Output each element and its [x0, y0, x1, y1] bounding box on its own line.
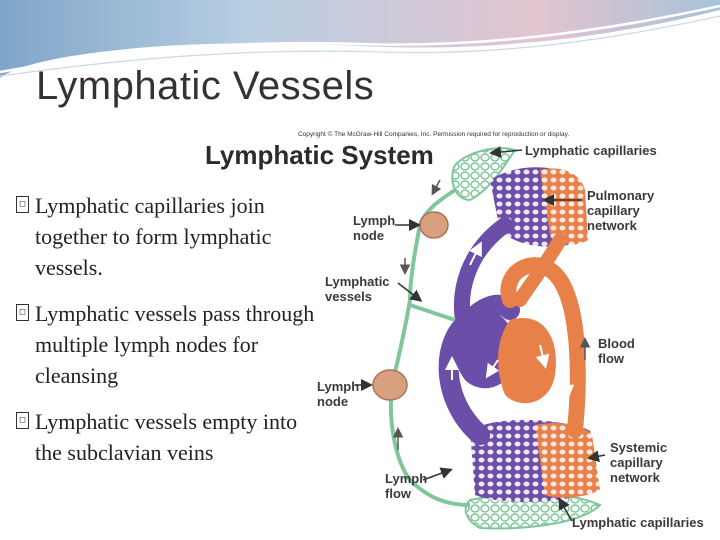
label-lymph-node-lower: Lymph node	[317, 379, 359, 409]
bullet-box-icon: □	[16, 304, 29, 321]
bullet-text: Lymphatic capillaries join together to f…	[35, 193, 271, 280]
bullet-box-icon: □	[16, 412, 29, 429]
copyright-notice: Copyright © The McGraw-Hill Companies, I…	[298, 131, 569, 138]
lymphatic-vessel-to-vein	[410, 305, 455, 320]
lymph-flow-arrow-icon	[433, 180, 440, 193]
label-lymph-flow: Lymph flow	[385, 471, 427, 501]
label-systemic-capillary-network: Systemic capillary network	[610, 440, 667, 485]
label-lymph-node-upper: Lymph node	[353, 213, 395, 243]
flow-arrow-icon	[566, 370, 568, 395]
label-lymphatic-capillaries-bottom: Lymphatic capillaries	[572, 515, 704, 530]
diagram-title: Lymphatic System	[205, 140, 434, 171]
lymph-node-lower	[373, 370, 407, 400]
bullet-list: □ Lymphatic capillaries join together to…	[16, 190, 316, 483]
label-blood-flow: Blood flow	[598, 336, 635, 366]
bullet-item: □ Lymphatic vessels empty into the subcl…	[16, 406, 316, 468]
slide-title: Lymphatic Vessels	[36, 64, 374, 109]
lymph-node-upper	[420, 212, 448, 238]
bullet-item: □ Lymphatic capillaries join together to…	[16, 190, 316, 283]
bullet-text: Lymphatic vessels empty into the subclav…	[35, 409, 297, 465]
bullet-box-icon: □	[16, 196, 29, 213]
label-lymphatic-capillaries-top: Lymphatic capillaries	[525, 143, 657, 158]
systemic-capillary-network-oxygenated	[535, 423, 600, 498]
bullet-text: Lymphatic vessels pass through multiple …	[35, 301, 314, 388]
left-heart	[498, 318, 556, 403]
label-pulmonary-capillary-network: Pulmonary capillary network	[587, 188, 654, 233]
label-lymphatic-vessels: Lymphatic vessels	[325, 274, 390, 304]
lymphatic-vessel-upper	[410, 190, 455, 300]
bullet-item: □ Lymphatic vessels pass through multipl…	[16, 298, 316, 391]
